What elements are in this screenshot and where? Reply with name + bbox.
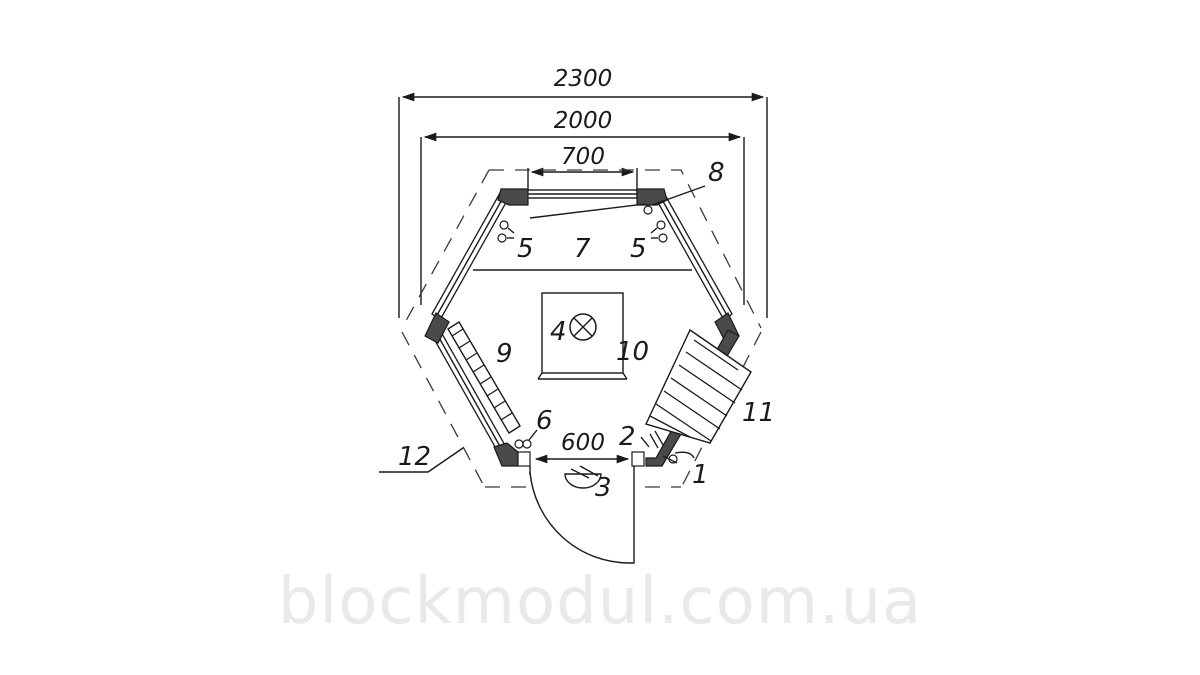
dimension-2300-label: 2300 (554, 66, 613, 92)
label-3: 3 (595, 473, 612, 503)
label-8: 8 (708, 158, 725, 188)
dimension-2300: 2300 (398, 66, 768, 318)
label-6: 6 (536, 406, 553, 436)
watermark-text: blockmodul.com.ua (277, 565, 923, 639)
label-2: 2 (619, 422, 636, 452)
label-5-left: 5 (517, 234, 534, 264)
label-10: 10 (616, 337, 649, 367)
label-9: 9 (496, 339, 513, 369)
dimension-600-label: 600 (561, 430, 605, 456)
fold-out-table (645, 328, 752, 444)
door: 600 (529, 430, 635, 564)
shelf (447, 321, 521, 434)
dimension-700-label: 700 (561, 144, 605, 170)
label-1: 1 (692, 460, 709, 490)
label-12: 12 (398, 442, 431, 472)
label-4: 4 (550, 317, 567, 347)
label-11: 11 (742, 398, 775, 428)
dimension-2000: 2000 (420, 108, 745, 305)
label-7: 7 (574, 234, 591, 264)
callout-labels: 1 2 3 4 5 5 6 7 8 9 10 11 12 (398, 158, 775, 503)
ceiling-lamp (537, 292, 628, 380)
fixtures (379, 185, 706, 473)
dimension-2000-label: 2000 (554, 108, 613, 134)
dimension-700: 700 (527, 144, 638, 190)
label-5-right: 5 (630, 234, 647, 264)
